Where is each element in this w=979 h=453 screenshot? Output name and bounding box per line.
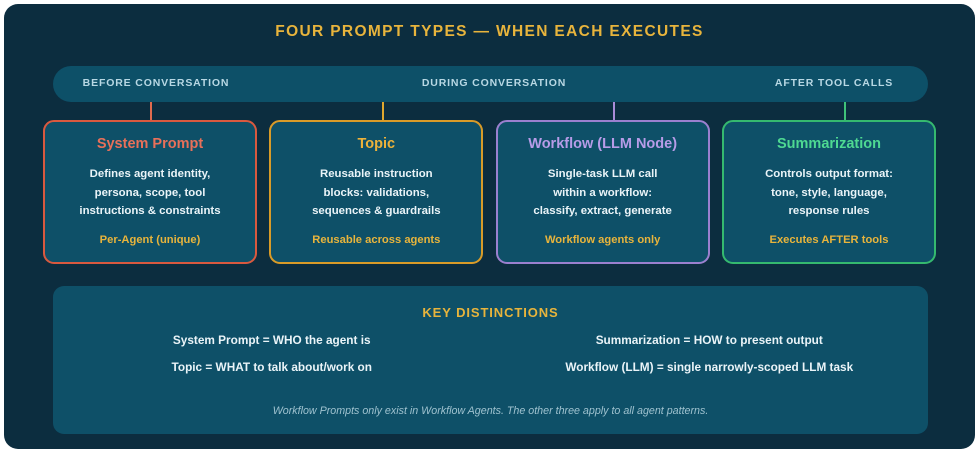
card-summarization[interactable]: Summarization Controls output format:ton… xyxy=(721,120,936,264)
key-distinctions-grid: System Prompt = WHO the agent is Summari… xyxy=(53,333,928,374)
connector-line-workflow xyxy=(613,102,615,120)
card-footer-badge: Workflow agents only xyxy=(544,234,661,246)
distinction-workflow: Workflow (LLM) = single narrowly-scoped … xyxy=(565,360,854,374)
card-title: Workflow (LLM Node) xyxy=(528,136,678,152)
card-title: Topic xyxy=(357,136,396,152)
page-title: FOUR PROMPT TYPES — WHEN EACH EXECUTES xyxy=(275,23,704,40)
timeline-bar: BEFORE CONVERSATION DURING CONVERSATION … xyxy=(53,66,928,102)
distinction-system-prompt: System Prompt = WHO the agent is xyxy=(172,333,371,347)
card-workflow-llm-node[interactable]: Workflow (LLM Node) Single-task LLM call… xyxy=(495,120,710,264)
prompt-type-cards: System Prompt Defines agent identity,per… xyxy=(43,120,936,264)
connector-line-topic xyxy=(382,102,384,120)
connector-line-system-prompt xyxy=(150,102,152,120)
timeline-label-during: DURING CONVERSATION xyxy=(421,77,567,89)
infographic-board: FOUR PROMPT TYPES — WHEN EACH EXECUTES B… xyxy=(4,4,975,449)
timeline-label-before: BEFORE CONVERSATION xyxy=(82,77,230,89)
card-footer-badge: Per-Agent (unique) xyxy=(99,234,201,246)
key-distinctions-heading: KEY DISTINCTIONS xyxy=(422,305,559,320)
card-system-prompt[interactable]: System Prompt Defines agent identity,per… xyxy=(43,120,257,264)
key-distinctions-note: Workflow Prompts only exist in Workflow … xyxy=(272,405,709,417)
distinction-topic: Topic = WHAT to talk about/work on xyxy=(171,360,372,374)
card-title: Summarization xyxy=(777,136,881,152)
card-body: Defines agent identity,persona, scope, t… xyxy=(79,168,221,218)
card-title: System Prompt xyxy=(96,136,204,152)
card-footer-badge: Executes AFTER tools xyxy=(769,234,889,246)
card-footer-badge: Reusable across agents xyxy=(312,234,441,246)
timeline-label-after: AFTER TOOL CALLS xyxy=(774,77,894,89)
connector-line-summarization xyxy=(844,102,846,120)
distinction-summarization: Summarization = HOW to present output xyxy=(595,333,823,347)
card-body: Controls output format:tone, style, lang… xyxy=(765,168,893,218)
key-distinctions-panel: KEY DISTINCTIONS System Prompt = WHO the… xyxy=(53,286,928,434)
